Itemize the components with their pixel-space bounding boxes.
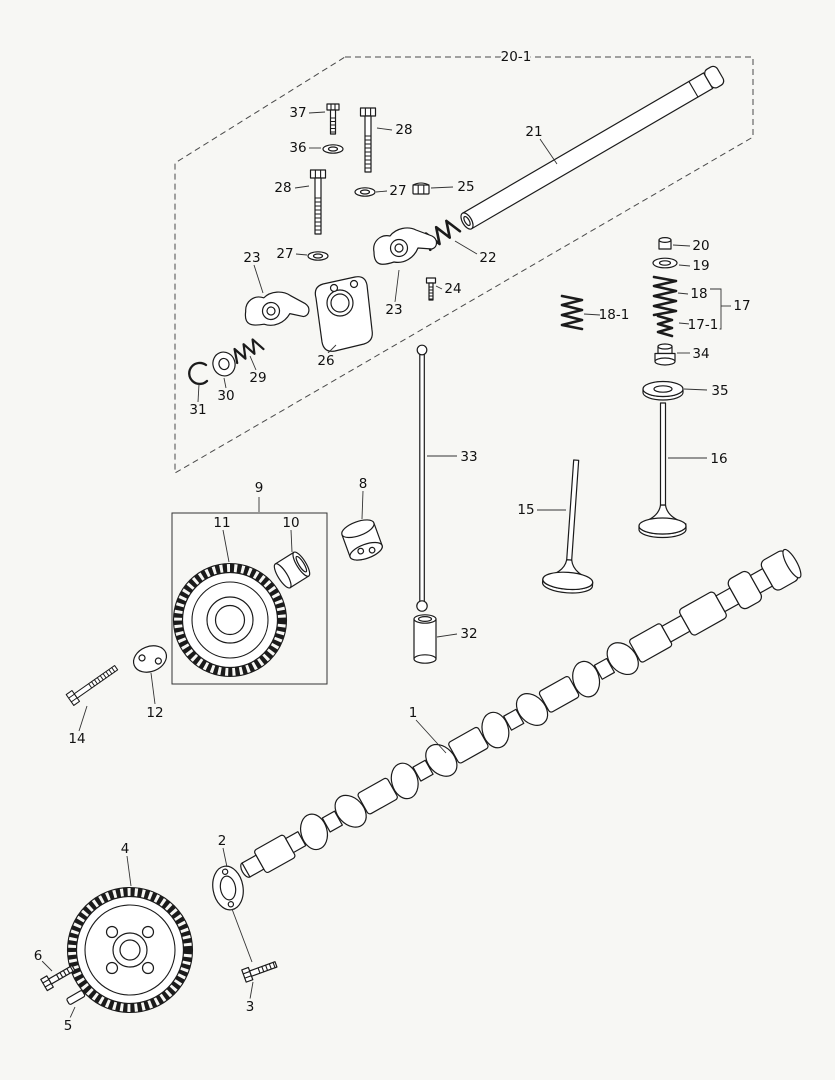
valve-spring-inner-17-1 [656, 314, 674, 338]
part-label-1: 1 [409, 705, 418, 721]
rocker-bracket-26 [314, 276, 373, 352]
part-label-27a: 27 [389, 183, 406, 199]
part-label-20: 20 [692, 238, 709, 254]
part-label-32: 32 [460, 626, 477, 642]
valve-spring-18-1 [560, 294, 584, 331]
part-label-30: 30 [217, 388, 234, 404]
stem-seal-34 [654, 343, 676, 366]
rocker-arm-23a [243, 287, 312, 333]
screw-24 [425, 277, 437, 301]
part-label-19: 19 [692, 258, 709, 274]
bolt-14 [65, 661, 121, 706]
part-label-17-1: 17-1 [688, 317, 719, 333]
part-label-9: 9 [255, 480, 264, 496]
gasket-2 [212, 865, 244, 911]
part-label-25: 25 [457, 179, 474, 195]
push-rod-33 [416, 344, 428, 612]
part-label-28b: 28 [274, 180, 291, 196]
part-label-36: 36 [289, 140, 306, 156]
bolt-28a [359, 107, 377, 173]
part-label-21: 21 [525, 124, 542, 140]
spring-seat-35 [642, 380, 684, 401]
part-label-20-1: 20-1 [501, 49, 532, 65]
assembly-boundary-20-1 [174, 56, 754, 474]
part-label-31: 31 [189, 402, 206, 418]
part-label-29: 29 [249, 370, 266, 386]
cam-gear-11 [172, 562, 288, 678]
group-9-box [171, 512, 328, 685]
part-label-6: 6 [34, 948, 43, 964]
bolt-6 [40, 961, 78, 992]
part-label-15: 15 [517, 502, 534, 518]
part-label-23a: 23 [243, 250, 260, 266]
nut-25 [412, 182, 430, 195]
part-label-14: 14 [68, 731, 85, 747]
washer-27a [354, 187, 376, 197]
part-label-24: 24 [444, 281, 461, 297]
rocker-shaft-21 [460, 65, 725, 230]
valve-spring-outer-18 [652, 275, 678, 317]
part-label-33: 33 [460, 449, 477, 465]
leader-lines [41, 111, 731, 1019]
part-label-8: 8 [359, 476, 368, 492]
part-label-23b: 23 [385, 302, 402, 318]
lock-plate-12 [132, 645, 168, 673]
bolt-37 [326, 103, 340, 135]
bolt-3 [241, 957, 279, 983]
valve-16 [638, 402, 687, 539]
part-label-26: 26 [317, 353, 334, 369]
part-label-3: 3 [246, 999, 255, 1015]
part-label-37: 37 [289, 105, 306, 121]
tappet-body-8 [341, 519, 383, 561]
part-label-4: 4 [121, 841, 130, 857]
part-label-18-1: 18-1 [599, 307, 630, 323]
washer-30 [212, 351, 236, 377]
bushing-10 [273, 551, 311, 589]
part-label-17: 17 [733, 298, 750, 314]
tappet-32 [413, 614, 437, 664]
timing-gear-4 [66, 886, 194, 1014]
valve-15 [541, 459, 594, 594]
washer-27b [307, 251, 329, 261]
part-label-27b: 27 [276, 246, 293, 262]
part-label-16: 16 [710, 451, 727, 467]
camshaft-1 [240, 548, 802, 878]
valve-cap-20 [658, 236, 672, 250]
part-label-10: 10 [282, 515, 299, 531]
part-label-28a: 28 [395, 122, 412, 138]
part-label-18: 18 [690, 286, 707, 302]
part-label-22: 22 [479, 250, 496, 266]
snap-ring-31 [188, 361, 209, 386]
part-label-2: 2 [218, 833, 227, 849]
part-label-11: 11 [213, 515, 230, 531]
pin-5 [66, 990, 86, 1005]
spring-retainer-19 [652, 257, 678, 269]
part-label-12: 12 [146, 705, 163, 721]
part-label-35: 35 [711, 383, 728, 399]
bolt-28b [309, 169, 327, 235]
part-label-34: 34 [692, 346, 709, 362]
spring-29 [229, 335, 265, 365]
part-label-5: 5 [64, 1018, 73, 1034]
washer-36 [322, 144, 344, 154]
